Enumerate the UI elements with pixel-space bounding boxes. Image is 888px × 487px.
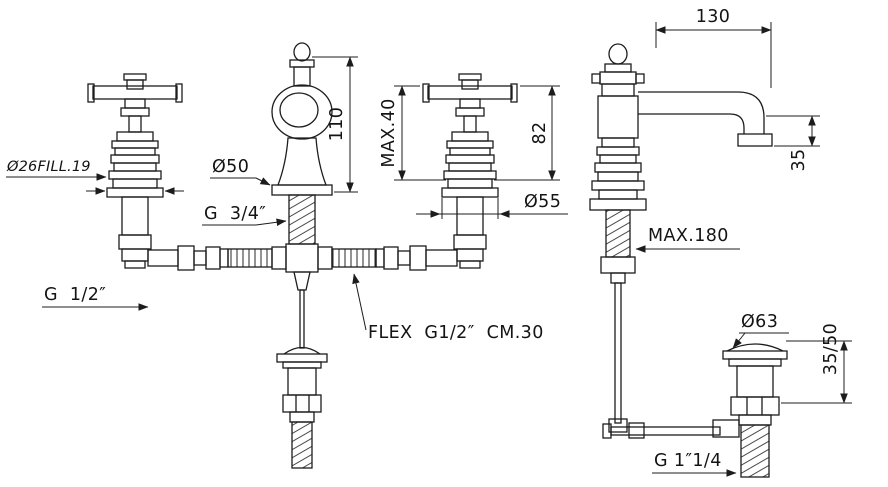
dia-26-label: Ø26FILL.19 <box>6 159 91 175</box>
g114-label: G 1″1/4 <box>654 451 722 471</box>
dimension-82: 82 <box>494 85 560 181</box>
flex-note-label: FLEX G1/2″ CM.30 <box>368 323 544 343</box>
popup-rod-boss <box>712 419 740 438</box>
dia-63-label: Ø63 <box>741 312 778 332</box>
dim-130-label: 130 <box>696 7 731 27</box>
dia-50-label: Ø50 <box>212 157 249 177</box>
label-flex-note: FLEX G1/2″ CM.30 <box>352 273 544 343</box>
dim-35-label: 35 <box>789 148 809 171</box>
label-max180: MAX.180 <box>635 226 740 253</box>
dimension-35: 35 <box>766 115 820 172</box>
center-spout-front-view <box>271 42 333 245</box>
dim-110-label: 110 <box>327 107 347 142</box>
center-tee <box>285 243 319 273</box>
flex-hose-left <box>227 248 273 268</box>
right-valve-body <box>422 73 518 269</box>
popup-horizontal-rod <box>610 426 721 436</box>
dimension-110: 110 <box>312 56 358 193</box>
supply-connection-assembly <box>147 243 458 349</box>
left-valve-front-view <box>87 73 183 269</box>
label-dia-26: Ø26FILL.19 <box>6 159 184 195</box>
flex-hose-right <box>331 248 377 268</box>
popup-lift-rod <box>614 282 622 424</box>
dim-35-50-label: 35/50 <box>821 323 841 375</box>
center-popup-waste <box>276 346 328 469</box>
popup-rod-center <box>299 289 305 349</box>
drain-side-view <box>712 343 788 478</box>
faucet-side-view <box>589 43 773 439</box>
label-dia-55: Ø55 <box>416 192 568 219</box>
max180-label: MAX.180 <box>648 226 729 246</box>
dimension-130: 130 <box>655 7 772 88</box>
g12-label: G 1/2″ <box>44 285 106 305</box>
g34-label: G 3/4″ <box>204 204 266 224</box>
spout-inner-profile <box>638 113 745 134</box>
left-valve-body <box>87 73 183 269</box>
label-g-three-quarter: G 3/4″ <box>202 204 287 227</box>
dim-max40-label: MAX.40 <box>379 98 399 167</box>
spout-outer-profile <box>638 91 765 134</box>
drain-tailpiece-thread <box>740 424 770 478</box>
right-valve-front-view <box>422 73 518 269</box>
spout-threaded-shank <box>288 194 316 245</box>
label-dia-63: Ø63 <box>732 312 789 349</box>
label-g-half: G 1/2″ <box>42 285 149 311</box>
side-threaded-shank <box>605 209 631 258</box>
label-dia-50: Ø50 <box>210 157 271 186</box>
label-g-one-quarter: G 1″1/4 <box>652 451 737 477</box>
spout-outlet <box>737 133 773 147</box>
dimension-35-50: 35/50 <box>781 323 852 404</box>
dia-55-label: Ø55 <box>524 192 561 212</box>
dim-82-label: 82 <box>530 121 550 144</box>
waste-tailpiece-thread <box>291 421 313 469</box>
dimension-max40: MAX.40 <box>379 85 446 181</box>
